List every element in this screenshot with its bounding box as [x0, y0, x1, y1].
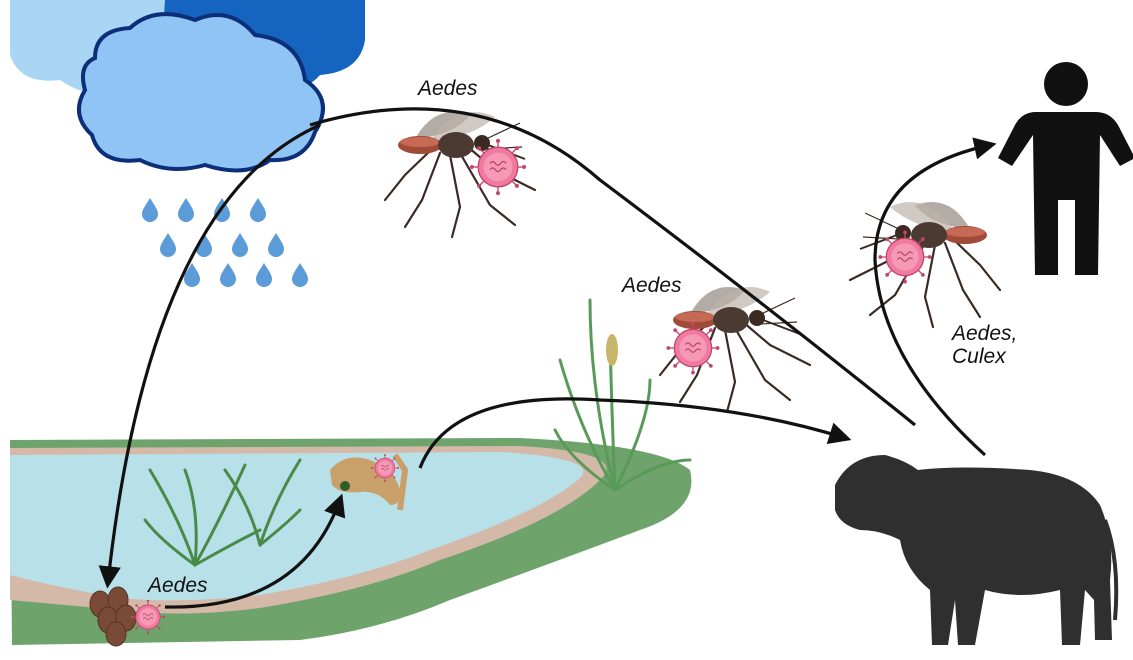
- virus-icon: [371, 454, 399, 482]
- mosquito-icon: [385, 112, 535, 237]
- mosquito-icon: [660, 287, 810, 412]
- virus-icon: [131, 600, 165, 634]
- label-aedes-culex-line1: Aedes,: [950, 322, 1017, 345]
- label-aedes-eggs: Aedes: [146, 574, 208, 597]
- rain-icon: [142, 198, 308, 287]
- human-icon: [998, 62, 1133, 275]
- cloud-icon: [10, 0, 365, 170]
- label-aedes-mid: Aedes: [620, 274, 682, 297]
- label-aedes-top: Aedes: [416, 77, 478, 100]
- cow-icon: [835, 455, 1116, 645]
- label-aedes-culex-line2: Culex: [952, 345, 1007, 368]
- mosquito-icon: [850, 202, 1000, 327]
